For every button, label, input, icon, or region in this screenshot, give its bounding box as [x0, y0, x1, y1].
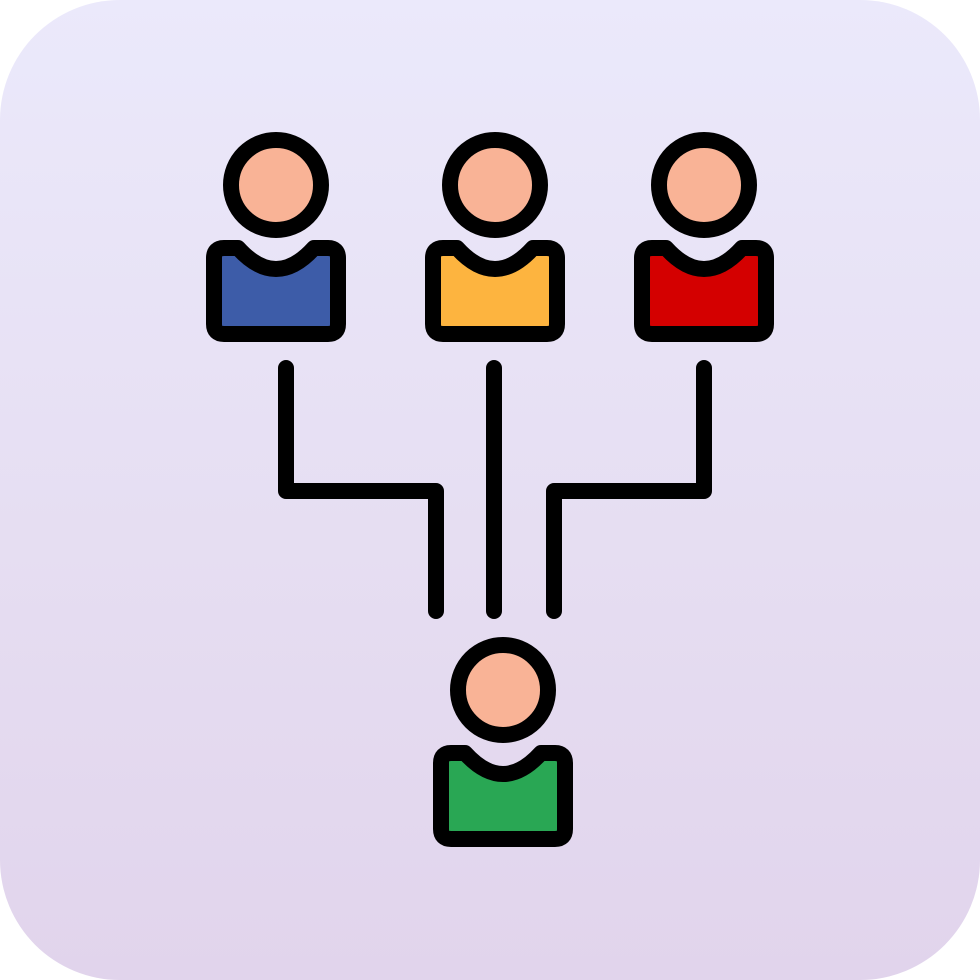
person-blue-icon — [206, 132, 346, 342]
connector-lines — [278, 360, 712, 619]
person-head — [651, 132, 757, 238]
person-yellow-icon — [425, 132, 565, 342]
person-body — [634, 240, 774, 342]
person-body — [206, 240, 346, 342]
person-head — [442, 132, 548, 238]
connector-left-line — [278, 360, 444, 619]
person-green-icon — [433, 637, 573, 847]
person-head — [223, 132, 329, 238]
connector-right-line — [546, 360, 712, 619]
person-head — [450, 637, 556, 743]
people-group — [206, 132, 774, 847]
person-body — [433, 745, 573, 847]
person-body — [425, 240, 565, 342]
person-red-icon — [634, 132, 774, 342]
